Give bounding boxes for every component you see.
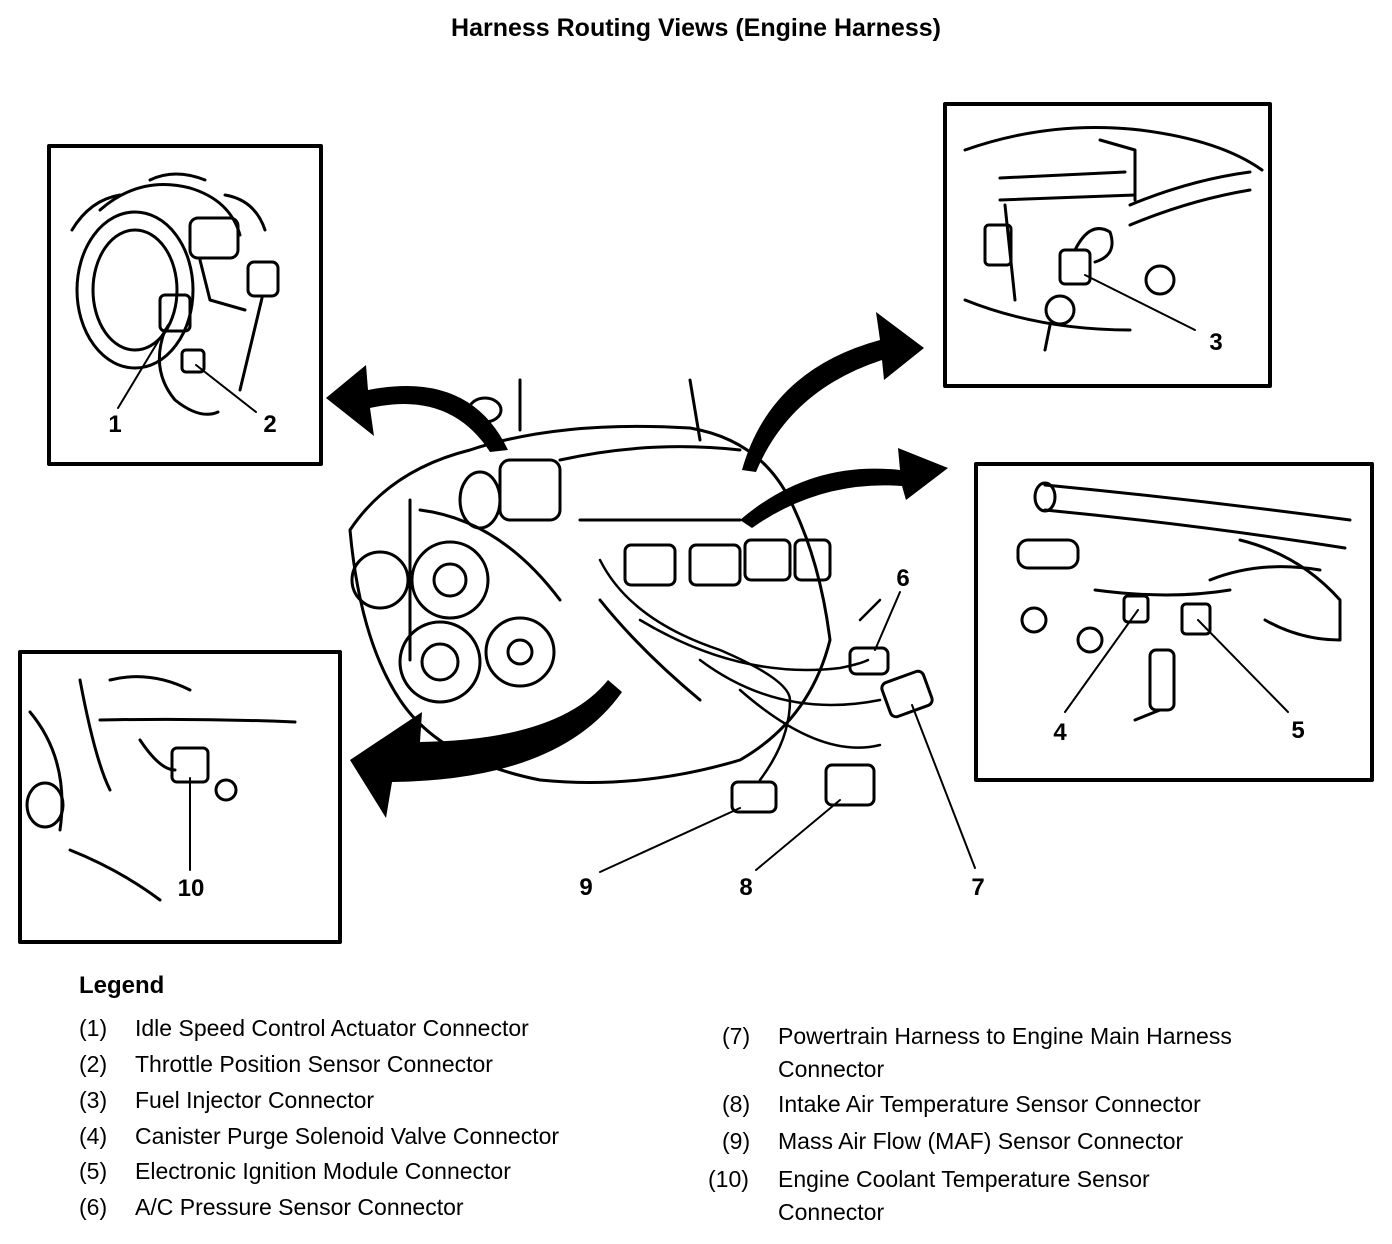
leader-line-4 xyxy=(1064,609,1139,713)
callout-8: 8 xyxy=(739,874,752,901)
legend-text-continued: Connector xyxy=(778,1056,885,1082)
arrow-to-right xyxy=(740,448,948,528)
legend-number: (8) xyxy=(722,1091,751,1117)
callout-1: 1 xyxy=(108,411,121,438)
inset-fuel-rail xyxy=(943,102,1272,388)
legend-text: Canister Purge Solenoid Valve Connector xyxy=(135,1123,560,1149)
callout-6: 6 xyxy=(896,565,909,592)
callout-5: 5 xyxy=(1291,717,1304,744)
inset-ignition-module xyxy=(974,462,1374,782)
inset-coolant-sensor xyxy=(18,650,342,944)
callout-7: 7 xyxy=(971,874,984,901)
leader-line-8 xyxy=(755,799,841,871)
callout-10: 10 xyxy=(178,875,205,902)
legend-number: (10) xyxy=(708,1166,749,1192)
legend-text: Powertrain Harness to Engine Main Harnes… xyxy=(778,1023,1232,1049)
leader-line-9 xyxy=(599,807,741,873)
engine-harness-illustration: 1 2 3 4 5 6 7 8 9 10 xyxy=(18,102,1374,944)
legend-heading: Legend xyxy=(79,972,165,999)
connector-9 xyxy=(730,780,778,814)
legend-number: (4) xyxy=(79,1123,108,1149)
arrow-to-top-right xyxy=(742,312,924,472)
legend-number: (3) xyxy=(79,1087,108,1113)
leader-line-6 xyxy=(874,591,901,651)
legend-text: Intake Air Temperature Sensor Connector xyxy=(778,1091,1201,1117)
arrow-to-top-left xyxy=(326,365,508,452)
connector-8 xyxy=(824,763,876,807)
inset-throttle-body xyxy=(47,144,323,466)
callout-9: 9 xyxy=(579,874,592,901)
legend-text: Idle Speed Control Actuator Connector xyxy=(135,1015,529,1041)
legend-number: (1) xyxy=(79,1015,108,1041)
leader-line-5 xyxy=(1197,619,1289,713)
engine-assembly xyxy=(348,378,832,784)
callout-4: 4 xyxy=(1053,719,1067,746)
legend-number: (9) xyxy=(722,1128,751,1154)
leader-line-7 xyxy=(911,704,976,869)
legend-number: (2) xyxy=(79,1051,108,1077)
legend-text: Mass Air Flow (MAF) Sensor Connector xyxy=(778,1128,1184,1154)
arrow-to-bottom-left xyxy=(350,680,622,818)
connector-7 xyxy=(880,669,934,719)
legend-text: Engine Coolant Temperature Sensor xyxy=(778,1166,1150,1192)
legend-text: Electronic Ignition Module Connector xyxy=(135,1158,511,1184)
legend-text-continued: Connector xyxy=(778,1199,885,1225)
legend-number: (7) xyxy=(722,1023,751,1049)
callout-3: 3 xyxy=(1209,329,1222,356)
diagram-title: Harness Routing Views (Engine Harness) xyxy=(451,14,941,42)
legend-text: Throttle Position Sensor Connector xyxy=(135,1051,493,1077)
engine-harness-wires xyxy=(598,558,882,782)
leader-line-1 xyxy=(117,324,169,409)
leader-line-2 xyxy=(195,364,257,413)
legend-text: A/C Pressure Sensor Connector xyxy=(135,1194,464,1220)
legend-number: (6) xyxy=(79,1194,108,1220)
callout-2: 2 xyxy=(263,411,276,438)
legend-text: Fuel Injector Connector xyxy=(135,1087,375,1113)
legend-number: (5) xyxy=(79,1158,108,1184)
connector-6 xyxy=(848,646,890,676)
leader-line-3 xyxy=(1084,274,1196,331)
